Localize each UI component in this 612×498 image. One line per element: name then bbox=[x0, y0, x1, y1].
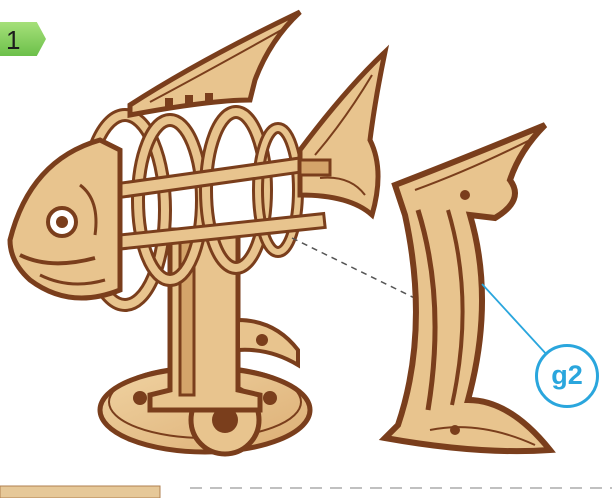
tail-fin bbox=[300, 52, 385, 215]
fin-part-g2 bbox=[385, 125, 550, 451]
assembled-fish-model bbox=[10, 12, 385, 454]
part-callout-bubble: g2 bbox=[535, 344, 599, 408]
step-number-label: 1 bbox=[6, 25, 20, 56]
dorsal-fin bbox=[130, 12, 300, 115]
next-panel-edge bbox=[0, 486, 160, 498]
fish-head bbox=[10, 140, 120, 298]
part-callout-label: g2 bbox=[538, 360, 596, 391]
callout-pointer-line bbox=[482, 284, 548, 356]
step-number-badge: 1 bbox=[0, 22, 46, 56]
